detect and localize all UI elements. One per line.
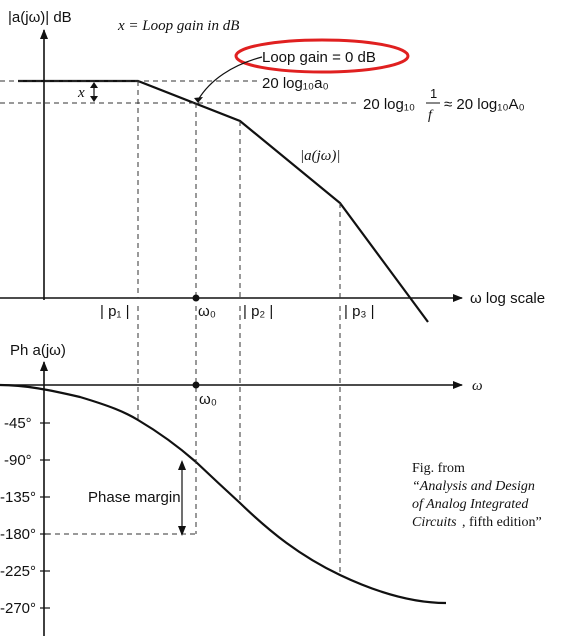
tick-w0-top: ω₀	[198, 303, 216, 320]
magnitude-curve	[18, 79, 429, 323]
w0-dot-bottom	[192, 381, 200, 389]
loop-gain-zero-label: Loop gain = 0 dB	[262, 49, 376, 66]
x-equals-loop-gain-label: x = Loop gain in dB	[117, 18, 239, 34]
w0-dot-top	[192, 294, 200, 302]
caption-line-4-rest: , fifth edition”	[462, 515, 542, 530]
phase-plot: Ph a(jω) ω -45° -90° -135° -180° -225° -…	[0, 306, 483, 636]
label-20log-a0: 20 log₁₀a₀	[262, 75, 329, 92]
caption-line-2: “Analysis and Design	[412, 479, 535, 494]
phase-curve	[0, 383, 447, 605]
phase-margin-arrow-down	[178, 526, 186, 536]
tick-label-270: -270°	[0, 600, 36, 617]
caption-line-1: Fig. from	[412, 461, 465, 476]
tick-label-90: -90°	[4, 452, 32, 469]
x-arrow-up	[90, 82, 98, 88]
magnitude-plot: |a(jω)| dB x = Loop gain in dB x Loop ga…	[0, 9, 545, 323]
magnitude-y-axis-label: |a(jω)| dB	[8, 9, 72, 26]
w0-label-bottom: ω₀	[199, 391, 217, 408]
label-20log-f: 20 log₁₀	[363, 96, 415, 113]
fraction-numerator: 1	[430, 86, 437, 101]
phase-x-axis-label: ω	[472, 378, 483, 394]
fraction-denominator: f	[428, 108, 434, 123]
tick-label-135: -135°	[0, 489, 36, 506]
leader-arrowhead	[194, 97, 203, 103]
magnitude-x-axis-label: ω log scale	[470, 290, 545, 307]
tick-label-180: -180°	[0, 526, 36, 543]
magnitude-curve-label: |a(jω)|	[300, 148, 341, 164]
label-approx-20log-A0: ≈ 20 log₁₀A₀	[444, 96, 525, 113]
source-caption: Fig. from “Analysis and Design of Analog…	[412, 461, 542, 530]
phase-y-ticks: -45° -90° -135° -180° -225° -270°	[0, 415, 50, 617]
tick-p3: | p₃ |	[344, 303, 375, 320]
phase-margin-label: Phase margin	[88, 489, 181, 506]
x-arrow-down	[90, 96, 98, 102]
tick-label-45: -45°	[4, 415, 32, 432]
tick-p2: | p₂ |	[243, 303, 273, 320]
phase-y-axis-label: Ph a(jω)	[10, 342, 66, 359]
tick-label-225: -225°	[0, 563, 36, 580]
loop-gain-highlight-ellipse	[234, 38, 410, 74]
tick-p1: | p₁ |	[100, 303, 130, 320]
caption-line-3: of Analog Integrated	[412, 497, 529, 512]
x-marker-label: x	[77, 85, 85, 101]
leader-arrow	[197, 56, 263, 101]
phase-margin-arrow-up	[178, 460, 186, 470]
caption-line-4: Circuits	[412, 515, 457, 530]
